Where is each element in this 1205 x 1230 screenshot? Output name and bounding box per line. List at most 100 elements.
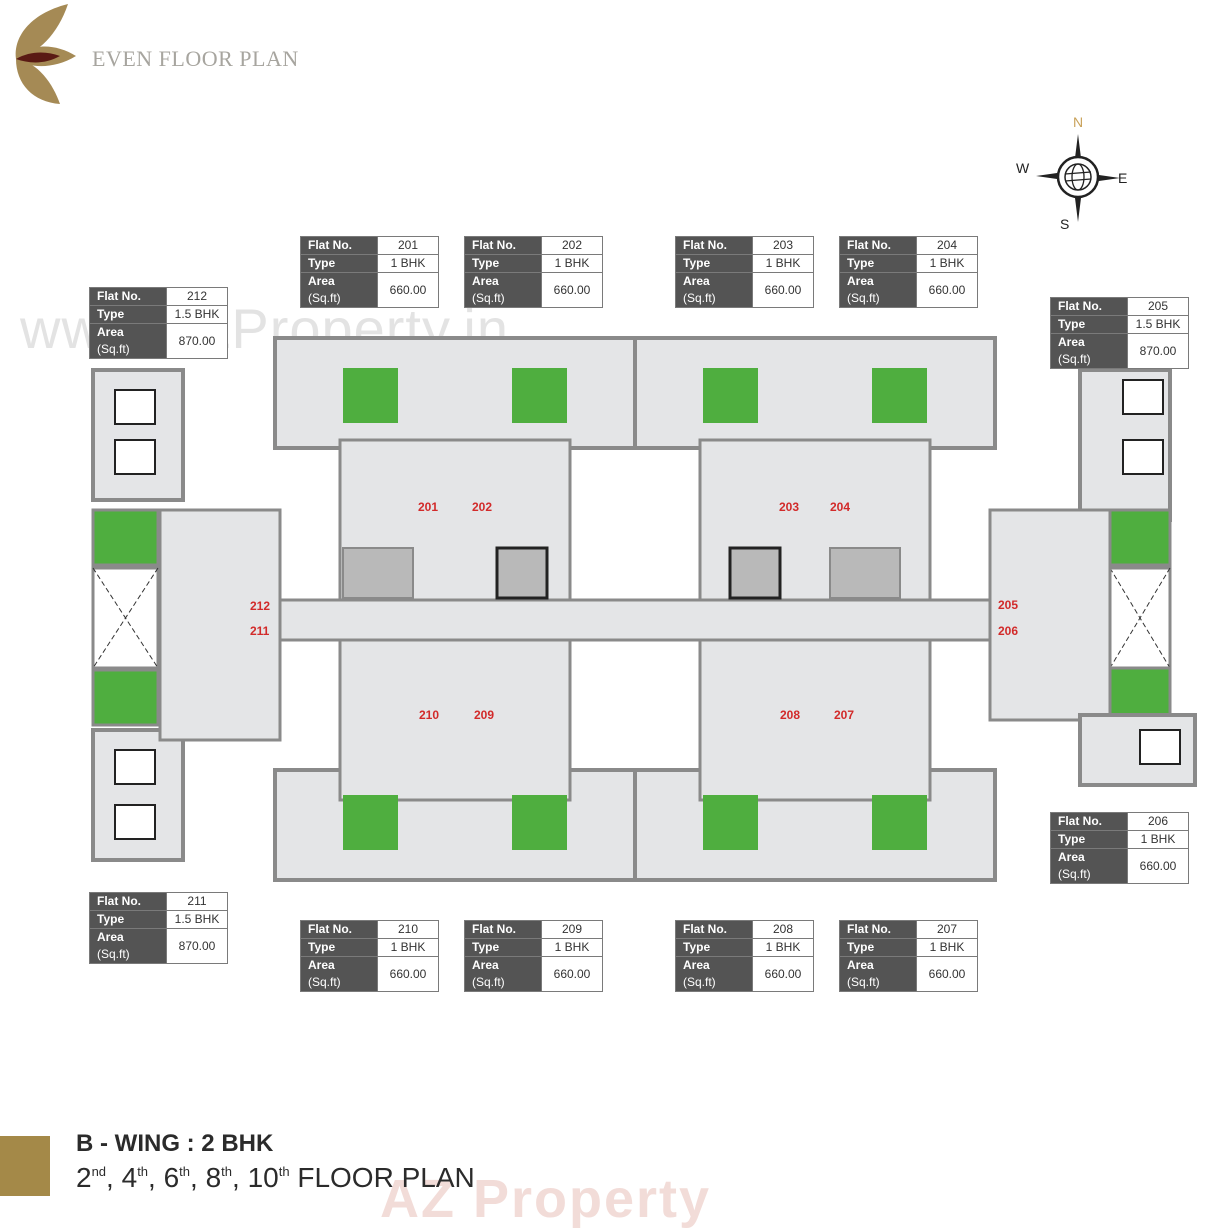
plan-marker-208: 208 — [780, 708, 801, 722]
area-value: 870.00 — [166, 928, 228, 964]
corridor — [158, 430, 1112, 790]
plan-marker-204: 204 — [830, 500, 851, 514]
floors-title: 2nd, 4th, 6th, 8th, 10th FLOOR PLAN — [76, 1162, 475, 1193]
type-label: Type — [89, 910, 167, 929]
area-label: Area (Sq.ft) — [839, 272, 917, 308]
flat-no-value: 212 — [166, 287, 228, 306]
compass-south-label: S — [1060, 216, 1070, 232]
type-label: Type — [1050, 830, 1128, 849]
flat-no-value: 201 — [377, 236, 439, 255]
area-value: 660.00 — [377, 272, 439, 308]
type-label: Type — [300, 938, 378, 957]
area-value: 660.00 — [541, 956, 603, 992]
unit-212-211-block — [91, 368, 282, 862]
area-label: Area (Sq.ft) — [89, 928, 167, 964]
area-label: Area (Sq.ft) — [675, 956, 753, 992]
floor-plan — [91, 336, 1197, 882]
area-label: Area (Sq.ft) — [89, 323, 167, 359]
flat-no-label: Flat No. — [675, 236, 753, 255]
type-value: 1.5 BHK — [166, 910, 228, 929]
flat-no-label: Flat No. — [89, 892, 167, 911]
wing-title: B - WING : 2 BHK — [76, 1130, 274, 1157]
type-value: 1 BHK — [916, 938, 978, 957]
plan-marker-210: 210 — [419, 708, 440, 722]
plan-marker-211: 211 — [250, 624, 270, 638]
plan-marker-212: 212 — [250, 599, 271, 613]
type-label: Type — [839, 938, 917, 957]
plan-marker-206: 206 — [998, 624, 1019, 638]
type-value: 1 BHK — [752, 938, 814, 957]
type-label: Type — [1050, 315, 1128, 334]
area-label: Area (Sq.ft) — [464, 956, 542, 992]
plan-marker-207: 207 — [834, 708, 855, 722]
area-value: 870.00 — [166, 323, 228, 359]
accent-square — [0, 1136, 50, 1196]
area-label: Area (Sq.ft) — [300, 272, 378, 308]
area-value: 660.00 — [1127, 848, 1189, 884]
flat-no-label: Flat No. — [464, 920, 542, 939]
type-label: Type — [839, 254, 917, 273]
flat-no-value: 210 — [377, 920, 439, 939]
type-label: Type — [89, 305, 167, 324]
plan-marker-209: 209 — [474, 708, 495, 722]
top-units — [273, 336, 997, 602]
plan-marker-201: 201 — [418, 500, 439, 514]
bottom-units — [273, 638, 997, 882]
type-value: 1 BHK — [752, 254, 814, 273]
type-label: Type — [300, 254, 378, 273]
area-label: Area (Sq.ft) — [839, 956, 917, 992]
area-value: 660.00 — [541, 272, 603, 308]
area-value: 870.00 — [1127, 333, 1189, 369]
type-value: 1 BHK — [377, 254, 439, 273]
flat-no-label: Flat No. — [675, 920, 753, 939]
plan-marker-203: 203 — [779, 500, 800, 514]
flat-no-label: Flat No. — [839, 236, 917, 255]
type-value: 1.5 BHK — [166, 305, 228, 324]
type-value: 1.5 BHK — [1127, 315, 1189, 334]
flat-no-value: 207 — [916, 920, 978, 939]
flat-no-label: Flat No. — [1050, 297, 1128, 316]
compass-rose-icon — [1036, 134, 1120, 222]
type-value: 1 BHK — [916, 254, 978, 273]
flat-no-label: Flat No. — [300, 920, 378, 939]
area-value: 660.00 — [377, 956, 439, 992]
area-value: 660.00 — [752, 956, 814, 992]
compass-west-label: W — [1016, 160, 1030, 176]
area-label: Area (Sq.ft) — [1050, 333, 1128, 369]
area-label: Area (Sq.ft) — [464, 272, 542, 308]
type-value: 1 BHK — [1127, 830, 1189, 849]
flat-no-label: Flat No. — [464, 236, 542, 255]
type-label: Type — [675, 254, 753, 273]
area-label: Area (Sq.ft) — [675, 272, 753, 308]
area-value: 660.00 — [916, 956, 978, 992]
area-label: Area (Sq.ft) — [300, 956, 378, 992]
compass-east-label: E — [1118, 170, 1128, 186]
type-label: Type — [464, 938, 542, 957]
type-value: 1 BHK — [541, 938, 603, 957]
flat-no-label: Flat No. — [1050, 812, 1128, 831]
leaf-logo-icon — [15, 4, 76, 104]
type-value: 1 BHK — [541, 254, 603, 273]
area-label: Area (Sq.ft) — [1050, 848, 1128, 884]
flat-no-label: Flat No. — [89, 287, 167, 306]
plan-marker-205: 205 — [998, 598, 1019, 612]
flat-no-value: 205 — [1127, 297, 1189, 316]
flat-no-value: 211 — [166, 892, 228, 911]
flat-no-value: 209 — [541, 920, 603, 939]
area-value: 660.00 — [752, 272, 814, 308]
flat-no-value: 208 — [752, 920, 814, 939]
flat-no-value: 206 — [1127, 812, 1189, 831]
flat-no-value: 204 — [916, 236, 978, 255]
area-value: 660.00 — [916, 272, 978, 308]
